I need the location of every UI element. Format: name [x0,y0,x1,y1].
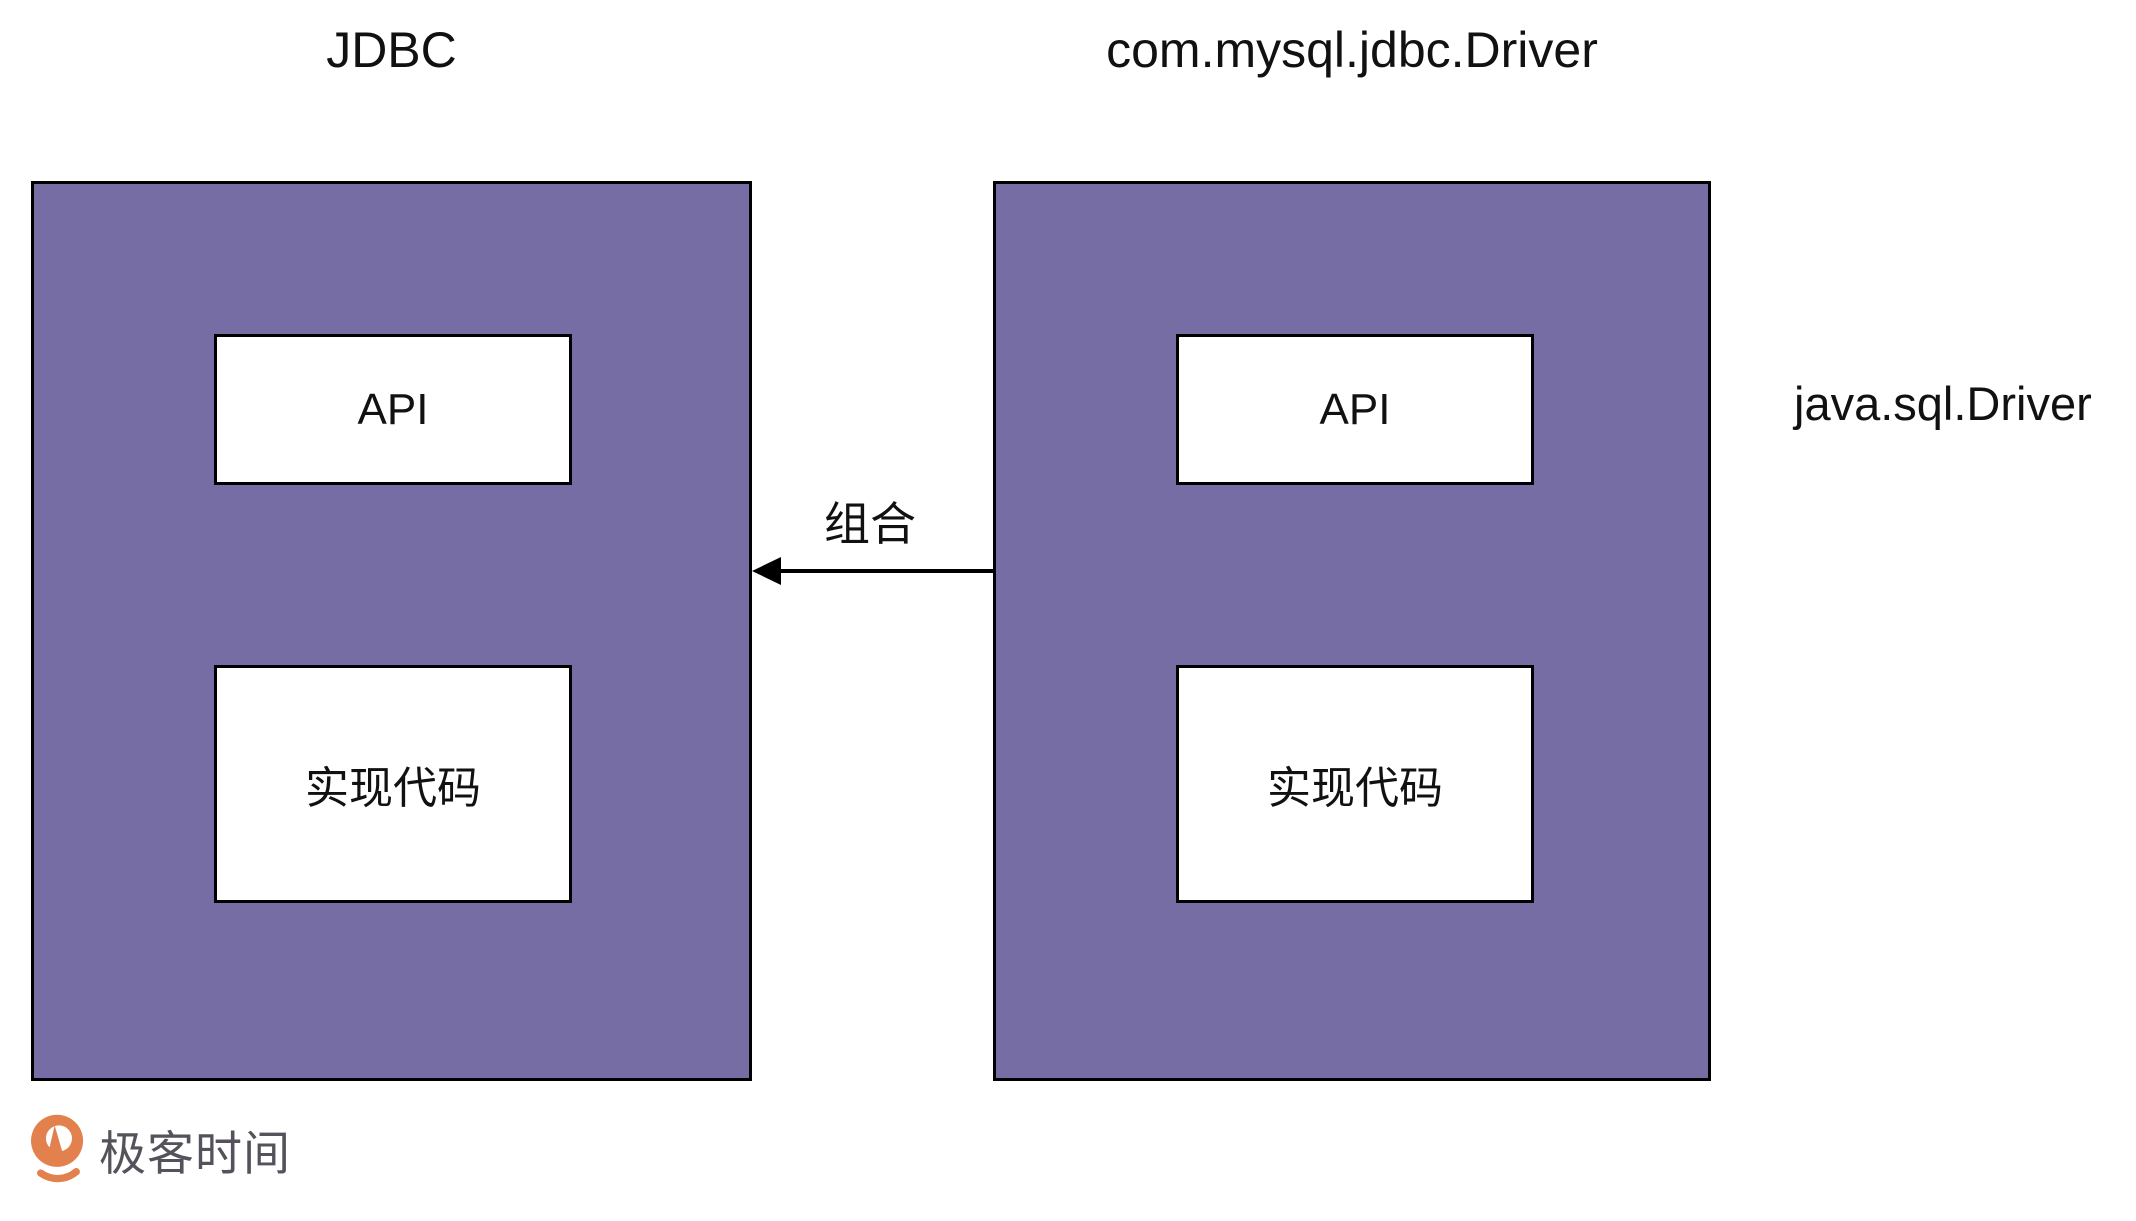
jdbc-api-box: API [214,334,572,485]
geektime-logo: 极客时间 [31,1113,291,1185]
geektime-logo-text: 极客时间 [99,1126,291,1180]
mysql-driver-impl-label: 实现代码 [1267,764,1443,813]
mysql-driver-api-label: API [1319,384,1391,434]
geektime-logo-icon [31,1114,84,1183]
jdbc-impl-label: 实现代码 [305,764,481,813]
jdbc-module-title: JDBC [326,22,457,78]
jdbc-impl-box: 实现代码 [214,665,572,903]
mysql-driver-module-title: com.mysql.jdbc.Driver [1106,22,1598,78]
jdbc-module-box: API 实现代码 [31,181,752,1081]
jdbc-api-label: API [357,384,429,434]
java-sql-driver-label: java.sql.Driver [1794,377,2092,430]
composition-arrow [752,557,996,585]
mysql-driver-module-box: API 实现代码 [993,181,1711,1081]
mysql-driver-api-box: API [1176,334,1534,485]
mysql-driver-impl-box: 实现代码 [1176,665,1534,903]
composition-arrow-label: 组合 [824,498,916,550]
